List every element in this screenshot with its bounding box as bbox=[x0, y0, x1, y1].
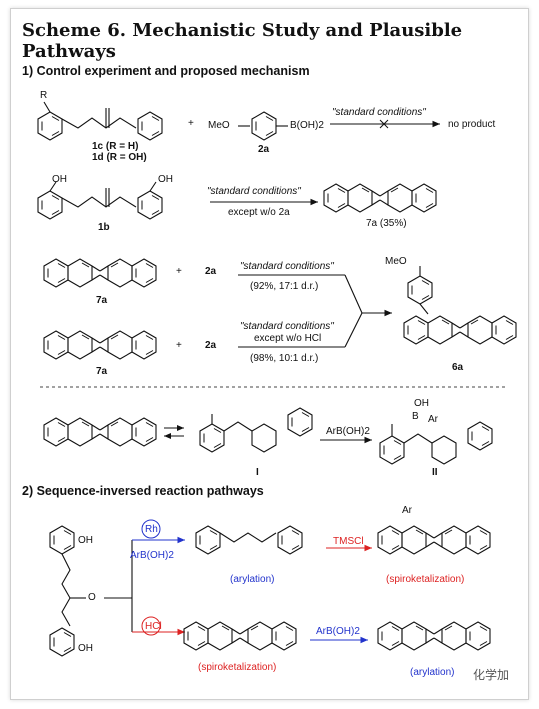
section-2-heading: 2) Sequence-inversed reaction pathways bbox=[22, 484, 264, 498]
reagent-mech: ArB(OH)2 bbox=[326, 426, 370, 437]
label-oh-right: OH bbox=[158, 174, 173, 185]
label-2a-row1: 2a bbox=[258, 144, 270, 155]
detail-row4: (98%, 10:1 d.r.) bbox=[250, 353, 319, 364]
cond-row1: "standard conditions" bbox=[332, 107, 426, 118]
compound-6a bbox=[404, 266, 516, 344]
label-boron: B bbox=[412, 411, 419, 422]
scheme-frame bbox=[10, 8, 529, 700]
section-1-heading: 1) Control experiment and proposed mecha… bbox=[22, 64, 310, 78]
label-meo-6a: MeO bbox=[385, 256, 407, 267]
label-1d: 1d (R = OH) bbox=[92, 152, 147, 163]
label-o: O bbox=[88, 592, 96, 603]
result-no-product: no product bbox=[448, 119, 496, 130]
except-row2: except w/o 2a bbox=[228, 207, 290, 218]
spiro-product-top bbox=[378, 526, 490, 554]
cond-row3: "standard conditions" bbox=[240, 261, 334, 272]
label-1c: 1c (R = H) bbox=[92, 141, 139, 152]
label-arylation: (arylation) bbox=[230, 574, 275, 585]
scheme-title: Scheme 6. Mechanistic Study and Plausibl… bbox=[22, 20, 463, 62]
label-1b: 1b bbox=[98, 222, 110, 233]
compound-7a-product bbox=[324, 184, 436, 212]
label-2a-row4: 2a bbox=[205, 340, 217, 351]
label-7a-row4: 7a bbox=[96, 366, 108, 377]
intermediate-I bbox=[199, 407, 313, 453]
plus-row3: + bbox=[176, 266, 182, 277]
label-6a: 6a bbox=[452, 362, 464, 373]
compound-7a-seq bbox=[184, 622, 296, 650]
label-oh-top: OH bbox=[78, 535, 93, 546]
cond-row2: "standard conditions" bbox=[207, 186, 301, 197]
except-row4: except w/o HCl bbox=[254, 333, 322, 344]
compound-1c-1d bbox=[37, 101, 163, 141]
label-boh2: B(OH)2 bbox=[290, 120, 324, 131]
label-ar-top: Ar bbox=[402, 505, 412, 516]
product-7a: 7a (35%) bbox=[366, 218, 407, 229]
label-ar-mech: Ar bbox=[428, 414, 438, 425]
label-tmscl: TMSCl bbox=[333, 536, 364, 547]
label-spiro-top: (spiroketalization) bbox=[386, 574, 465, 585]
label-II: II bbox=[432, 467, 438, 478]
label-hcl: HCl bbox=[145, 621, 162, 632]
label-rh: Rh bbox=[145, 524, 158, 535]
label-oh-bottom: OH bbox=[78, 643, 93, 654]
label-7a-row3: 7a bbox=[96, 295, 108, 306]
detail-row3: (92%, 17:1 d.r.) bbox=[250, 281, 319, 292]
compound-7a-mech bbox=[44, 418, 156, 446]
label-oh-left: OH bbox=[52, 174, 67, 185]
plus-1: + bbox=[188, 118, 194, 129]
compound-1b bbox=[37, 181, 163, 220]
cond-row4: "standard conditions" bbox=[240, 321, 334, 332]
watermark: 化学加 bbox=[472, 668, 509, 682]
label-spiro-bottom: (spiroketalization) bbox=[198, 662, 277, 673]
label-I: I bbox=[256, 467, 259, 478]
spiro-product-bottom bbox=[378, 622, 490, 650]
intermediate-II bbox=[379, 421, 493, 465]
compound-2a bbox=[238, 111, 288, 141]
compound-7a-row3 bbox=[44, 259, 156, 287]
plus-row4: + bbox=[176, 340, 182, 351]
label-arboh2-rh: ArB(OH)2 bbox=[130, 550, 174, 561]
label-oh-mech: OH bbox=[414, 398, 429, 409]
label-meo-1: MeO bbox=[208, 120, 230, 131]
compound-7a-row4 bbox=[44, 331, 156, 359]
label-arylation-bottom: (arylation) bbox=[410, 667, 455, 678]
label-arboh2-bottom: ArB(OH)2 bbox=[316, 626, 360, 637]
arylated-diketone bbox=[195, 525, 303, 555]
label-2a-row3: 2a bbox=[205, 266, 217, 277]
compound-1b-seq bbox=[49, 525, 86, 657]
label-R: R bbox=[40, 90, 48, 101]
